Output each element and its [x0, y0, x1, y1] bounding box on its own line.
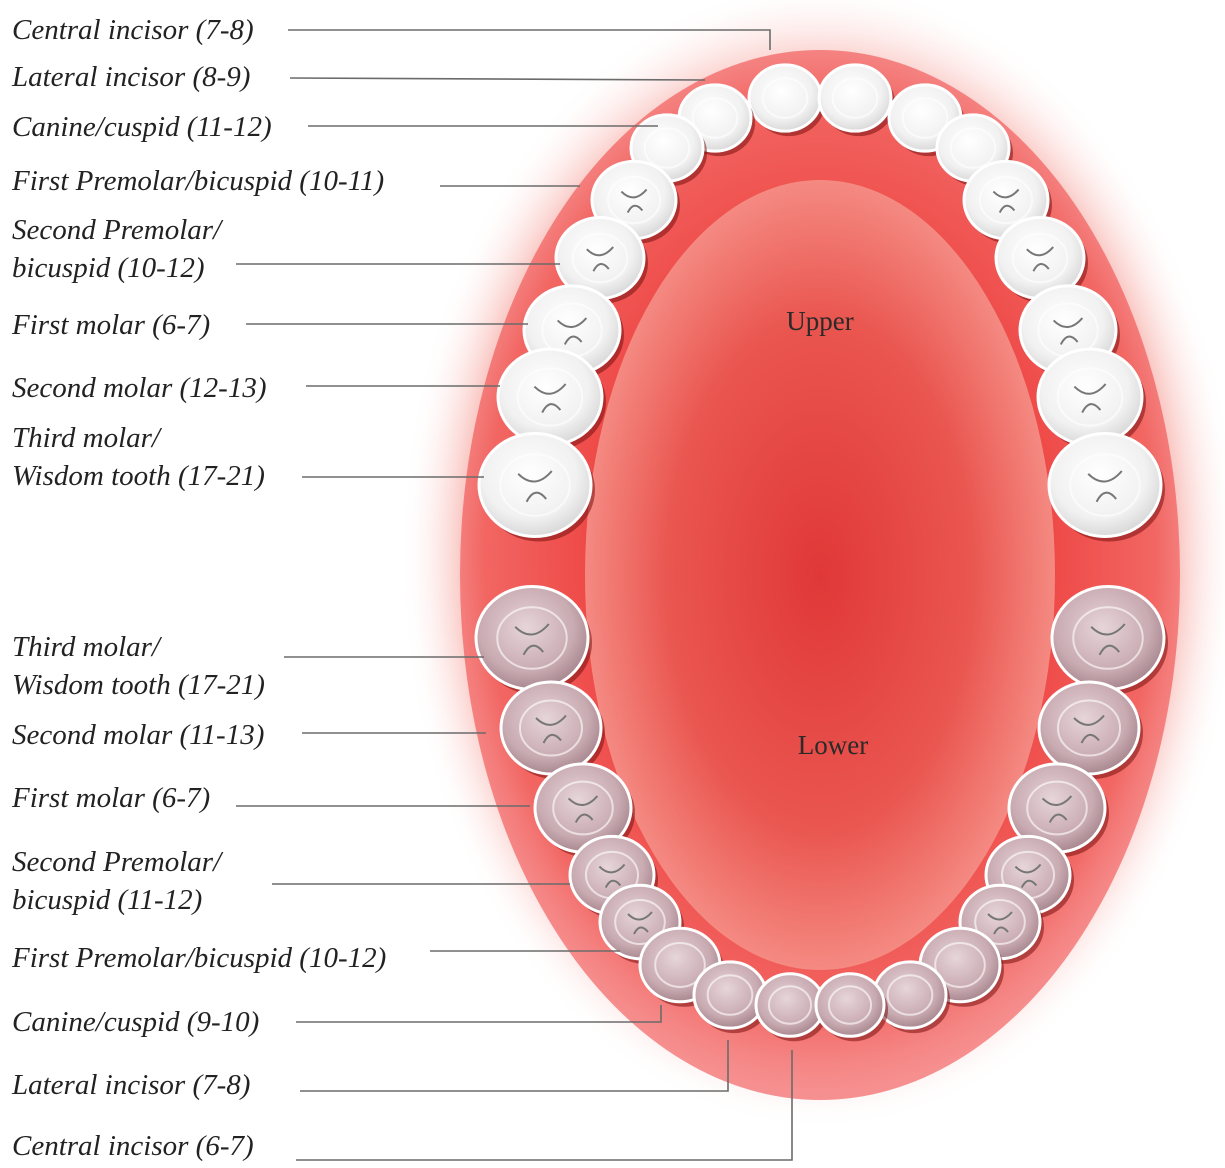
label-upper-first-premolar: First Premolar/bicuspid (10-11)	[12, 162, 384, 200]
label-lower-first-premolar: First Premolar/bicuspid (10-12)	[12, 939, 386, 977]
label-lower-second-premolar: Second Premolar/bicuspid (11-12)	[12, 843, 221, 919]
label-upper-lateral-incisor: Lateral incisor (8-9)	[12, 58, 250, 96]
label-lower-third-molar: Third molar/Wisdom tooth (17-21)	[12, 628, 265, 704]
label-lower-first-molar: First molar (6-7)	[12, 779, 210, 817]
label-lower-second-molar: Second molar (11-13)	[12, 716, 264, 754]
upper-jaw-label: Upper	[786, 306, 853, 337]
palate	[585, 180, 1055, 970]
label-upper-third-molar: Third molar/Wisdom tooth (17-21)	[12, 419, 265, 495]
label-upper-second-molar: Second molar (12-13)	[12, 369, 267, 407]
label-lower-canine: Canine/cuspid (9-10)	[12, 1003, 259, 1041]
label-lower-central-incisor: Central incisor (6-7)	[12, 1127, 254, 1165]
label-upper-canine: Canine/cuspid (11-12)	[12, 108, 272, 146]
gum-tissue	[400, 0, 1225, 1130]
label-upper-second-premolar: Second Premolar/bicuspid (10-12)	[12, 211, 221, 287]
lower-jaw-label: Lower	[798, 730, 868, 761]
label-lower-lateral-incisor: Lateral incisor (7-8)	[12, 1066, 250, 1104]
label-upper-central-incisor: Central incisor (7-8)	[12, 11, 254, 49]
label-upper-first-molar: First molar (6-7)	[12, 306, 210, 344]
